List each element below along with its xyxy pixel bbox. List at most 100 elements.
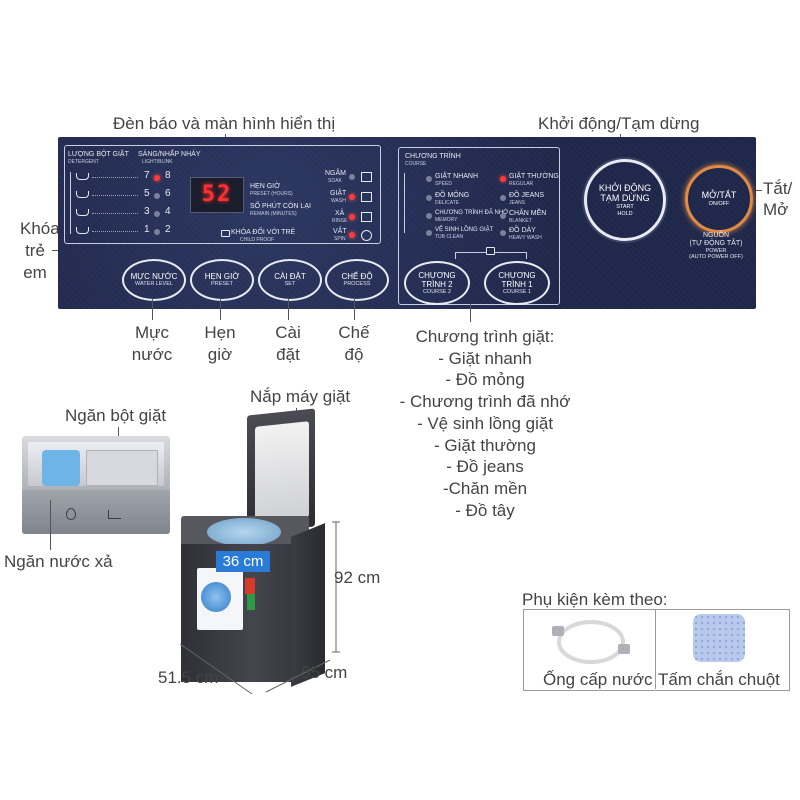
set-button-label: CÀI ĐẶT	[274, 272, 306, 282]
powder-icon	[108, 510, 121, 519]
course-led	[500, 213, 506, 219]
course2-button[interactable]: CHƯƠNG TRÌNH 2 COURSE 2	[404, 261, 470, 305]
course-led	[426, 230, 432, 236]
water-hose-image	[552, 620, 630, 664]
stage-spin: VẮT	[333, 228, 347, 235]
stage-wash-sub: WASH	[331, 198, 346, 204]
course1-label-2: TRÌNH 1	[501, 279, 533, 289]
course-tub-clean: VỆ SINH LỒNG GIẶT	[435, 227, 494, 233]
energy-label-badge	[245, 578, 255, 594]
digital-display: 52	[190, 177, 244, 213]
course-speed-sub: SPEED	[435, 181, 452, 187]
light-blink-title: SÁNG/NHẤP NHÁY	[138, 151, 201, 158]
course1-button[interactable]: CHƯƠNG TRÌNH 1 COURSE 1	[484, 261, 550, 305]
stage-rinse: XẢ	[335, 210, 345, 217]
callout-preset-1: Hẹn	[204, 323, 236, 342]
callout-water-level-1: Mực	[134, 323, 170, 342]
course1-sub: COURSE 1	[502, 289, 532, 296]
course-jeans: ĐỒ JEANS	[509, 192, 545, 199]
lock-icon	[486, 247, 495, 255]
level-num: 8	[165, 170, 171, 181]
spin-icon	[361, 230, 372, 241]
callout-depth: 55 cm	[301, 663, 348, 682]
program-item: - Đồ mỏng	[445, 370, 525, 390]
course-regular-sub: REGULAR	[509, 181, 534, 187]
power-button[interactable]: MỞ/TẮT ON/OFF	[685, 165, 753, 233]
softener-cup	[42, 450, 80, 486]
dotted-guide	[92, 195, 138, 196]
drum-opening	[207, 518, 281, 546]
callout-water-level-2: nước	[131, 345, 173, 365]
course-delicate: ĐỒ MỎNG	[435, 192, 470, 199]
program-item: - Đồ jeans	[446, 457, 524, 477]
mouse-guard-image	[693, 614, 745, 662]
course-tub-clean-sub: TUB CLEAN	[435, 234, 464, 240]
power-desc-4: (AUTO POWER OFF)	[689, 254, 743, 261]
course2-sub: COURSE 2	[422, 289, 452, 296]
course-blanket-sub: BLANKET	[509, 218, 532, 224]
program-item: - Giặt thường	[434, 435, 536, 455]
cup-icon	[76, 173, 89, 180]
control-panel: LƯỢNG BỘT GIẶT DETERGENT SÁNG/NHẤP NHÁY …	[58, 137, 756, 309]
stage-led	[349, 194, 355, 200]
callout-child-lock: Khóa trẻ em	[20, 218, 60, 284]
power-description: NGUỒN (TỰ ĐỘNG TẮT) POWER (AUTO POWER OF…	[676, 232, 756, 261]
course-led	[426, 176, 432, 182]
light-blink-sub: LIGHT/BLINK	[142, 159, 173, 165]
process-button[interactable]: CHẾ ĐỘ PROCESS	[325, 259, 389, 301]
power-desc-3: POWER	[705, 248, 727, 255]
lock-icon	[221, 230, 230, 237]
leader-line	[50, 500, 51, 550]
cup-icon	[76, 209, 89, 216]
course2-label-2: TRÌNH 2	[421, 279, 453, 289]
callout-power-1: Tắt/	[763, 179, 793, 198]
course-led	[500, 176, 506, 182]
drawer-front	[22, 490, 170, 534]
level-led	[154, 193, 160, 199]
level-led	[154, 211, 160, 217]
water-level-button[interactable]: MỰC NƯỚC WATER LEVEL	[122, 259, 186, 301]
course-blanket: CHĂN MỀN	[509, 210, 547, 217]
depth-dimension-line	[265, 659, 331, 693]
drum-dimension-box	[216, 551, 270, 572]
preset-hours-sub: PRESET (HOURS)	[250, 191, 293, 197]
callout-width: 51.5 cm	[158, 668, 219, 687]
callout-child-lock-2: trẻ	[25, 241, 45, 261]
course-led	[426, 195, 432, 201]
course1-label-1: CHƯƠNG	[498, 270, 536, 280]
hose-loop	[557, 620, 625, 664]
stage-soak-sub: SOAK	[328, 178, 342, 184]
hose-connector	[552, 626, 564, 636]
stage-rinse-sub: RINSE	[332, 218, 348, 224]
course-speed: GIẶT NHANH	[435, 173, 479, 180]
program-item: - Đồ tây	[455, 500, 515, 520]
callout-power-2: Mở	[763, 200, 789, 219]
stage-soak: NGÂM	[325, 170, 346, 177]
dotted-guide	[92, 177, 138, 178]
course-heavy: ĐỒ DÀY	[509, 227, 536, 234]
preset-button[interactable]: HẸN GIỜ PRESET	[190, 259, 254, 301]
callout-lid: Nắp máy giặt	[250, 387, 351, 406]
program-item: - Chương trình đã nhớ	[399, 392, 571, 412]
level-num: 6	[165, 188, 171, 199]
wash-icon	[361, 192, 372, 202]
level-num: 2	[165, 224, 171, 235]
leader-line	[354, 298, 355, 320]
soak-icon	[361, 172, 372, 182]
detergent-drawer-photo	[22, 436, 170, 534]
leader-line	[220, 298, 221, 320]
set-button[interactable]: CÀI ĐẶT SET	[258, 259, 322, 301]
callout-process: Chế độ	[324, 322, 384, 366]
process-button-sub: PROCESS	[343, 281, 371, 288]
start-hold-button[interactable]: KHỞI ĐỘNG TẠM DỪNG START HOLD	[584, 159, 666, 241]
callout-height: 92 cm	[334, 568, 381, 587]
detergent-cup	[86, 450, 158, 486]
power-desc-2: (TỰ ĐỘNG TẮT)	[689, 240, 743, 248]
callout-softener-drawer: Ngăn nước xả	[4, 552, 113, 571]
stage-led	[349, 214, 355, 220]
drop-icon	[66, 508, 76, 520]
process-button-label: CHẾ ĐỘ	[341, 272, 373, 282]
course-memory: CHƯƠNG TRÌNH ĐÃ NHỚ	[435, 210, 509, 216]
course-group	[398, 147, 560, 305]
washing-machine	[175, 408, 335, 690]
